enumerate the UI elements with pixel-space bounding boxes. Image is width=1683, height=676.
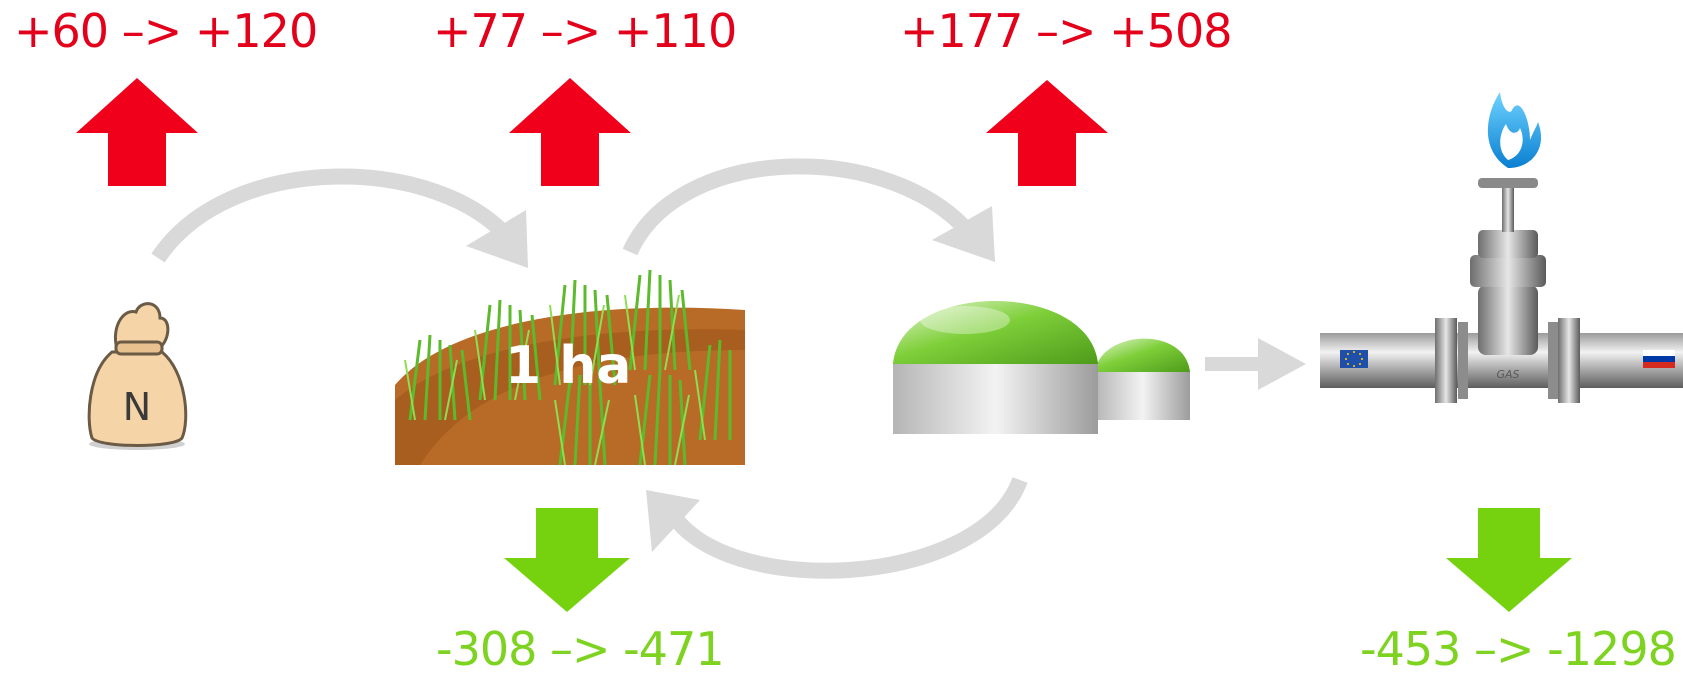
crop-field-icon xyxy=(395,269,745,466)
emission-arrow-biogas xyxy=(986,80,1108,186)
emission-label-field: +77 –> +110 xyxy=(433,4,737,58)
flow-arrow-field-to-biogas xyxy=(622,158,995,262)
saving-label-field: -308 –> -471 xyxy=(436,622,725,676)
field-area-label: 1 ha xyxy=(505,336,632,396)
emission-arrow-field xyxy=(509,78,631,186)
fertilizer-bag-icon: N xyxy=(87,302,188,450)
emission-arrow-fertilizer xyxy=(76,78,198,186)
flow-arrow-fertilizer-to-field xyxy=(151,168,528,268)
gas-pipeline-icon: GAS xyxy=(1320,92,1683,403)
flow-arrow-biogas-to-gas xyxy=(1205,338,1306,390)
saving-arrow-gas xyxy=(1446,508,1572,612)
biogas-plant-icon xyxy=(893,301,1190,434)
flow-arrow-biogas-to-field xyxy=(646,476,1028,579)
emission-label-fertilizer: +60 –> +120 xyxy=(14,4,318,58)
pipeline-label: GAS xyxy=(1496,368,1519,381)
saving-label-gas: -453 –> -1298 xyxy=(1360,622,1677,676)
eu-flag-icon xyxy=(1340,350,1368,368)
fertilizer-letter: N xyxy=(123,385,151,429)
saving-arrow-field xyxy=(504,508,630,612)
emission-label-biogas: +177 –> +508 xyxy=(900,4,1232,58)
russia-flag-icon xyxy=(1643,350,1675,368)
